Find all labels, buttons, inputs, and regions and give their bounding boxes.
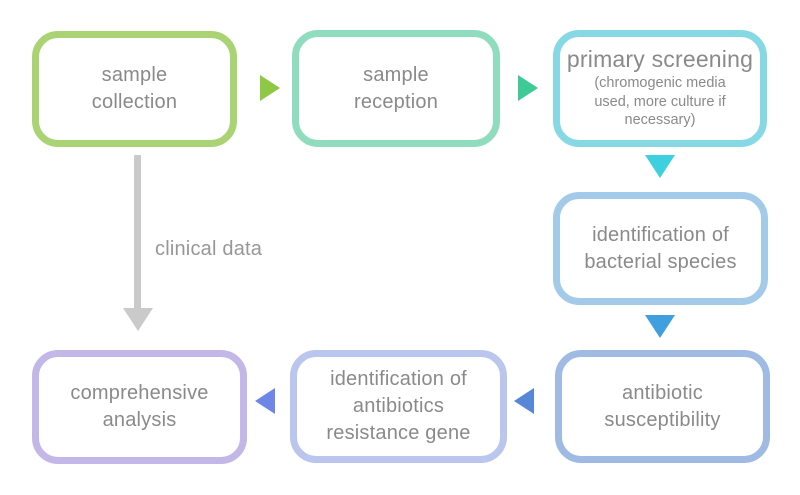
node-sample-collection: sample collection (32, 31, 237, 147)
node-comprehensive-analysis-label: comprehensive analysis (70, 382, 209, 431)
node-identification-of-antibiotics-resistance-gene-label: identification of antibiotics resistance… (326, 368, 471, 444)
node-sample-reception-label: sample reception (353, 63, 439, 113)
arrow-right-icon (518, 75, 538, 101)
node-comprehensive-analysis: comprehensive analysis (32, 350, 247, 464)
node-sample-reception: sample reception (292, 30, 500, 147)
clinical-data-arrow-line (134, 155, 141, 309)
arrow-down-icon (645, 155, 675, 178)
clinical-data-edge-label: clinical data (155, 238, 263, 260)
node-identification-of-bacterial-species: identification of bacterial species (553, 192, 768, 305)
node-identification-of-bacterial-species-label: identification of bacterial species (584, 223, 737, 273)
node-primary-screening-sublabel: (chromogenic media used, more culture if… (594, 75, 726, 129)
arrow-left-icon (514, 388, 534, 414)
arrow-right-icon (260, 75, 280, 101)
node-primary-screening-label: primary screening (566, 46, 754, 73)
arrow-left-icon (255, 388, 275, 414)
arrow-down-icon (645, 315, 675, 338)
clinical-data-arrow-head-icon (123, 308, 153, 331)
node-antibiotic-susceptibility-label: antibiotic susceptibility (604, 381, 721, 431)
node-identification-of-antibiotics-resistance-gene: identification of antibiotics resistance… (290, 350, 507, 463)
node-antibiotic-susceptibility: antibiotic susceptibility (555, 350, 770, 463)
node-primary-screening: primary screening (chromogenic media use… (553, 30, 767, 147)
node-sample-collection-label: sample collection (91, 64, 178, 113)
